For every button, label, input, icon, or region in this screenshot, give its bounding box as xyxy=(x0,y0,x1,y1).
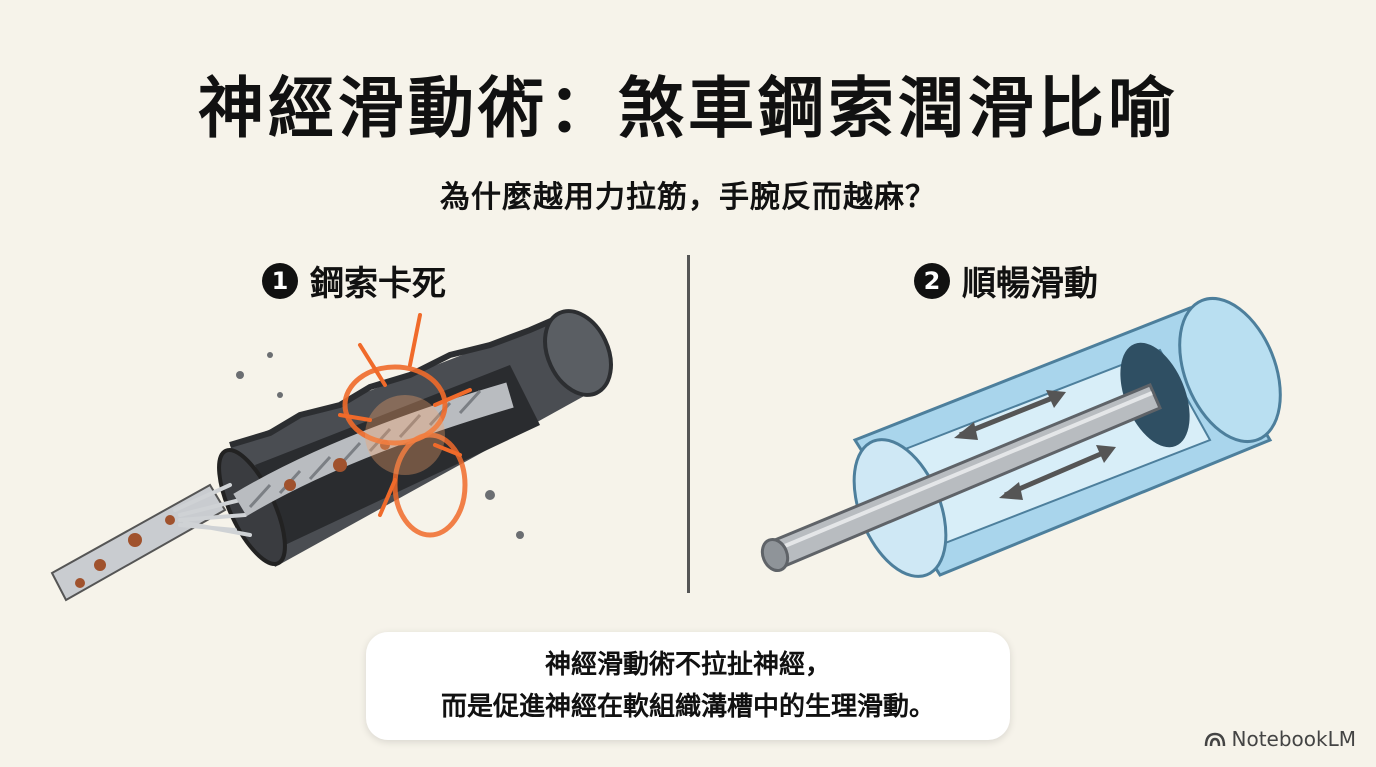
brand-name: NotebookLM xyxy=(1231,727,1357,751)
caption-line-2: 而是促進神經在軟組織溝槽中的生理滑動。 xyxy=(440,692,935,722)
panel-stuck-label: 1 鋼索卡死 xyxy=(262,256,446,305)
number-badge-1: 1 xyxy=(262,262,298,299)
glide-arrows xyxy=(954,390,1116,500)
notebooklm-logo-icon xyxy=(1204,732,1225,747)
panel-smooth-label: 2 順暢滑動 xyxy=(914,256,1098,305)
brand-watermark: NotebookLM xyxy=(1204,727,1357,751)
metal-rod xyxy=(760,383,1162,573)
friction-sparks xyxy=(236,313,524,539)
panel-smooth-text: 順暢滑動 xyxy=(962,264,1098,304)
page-title: 神經滑動術：煞車鋼索潤滑比喻 xyxy=(198,70,1178,147)
rusty-cable xyxy=(50,382,514,602)
number-badge-2: 2 xyxy=(914,262,950,299)
page-subtitle: 為什麼越用力拉筋，手腕反而越麻？ xyxy=(440,180,936,215)
panel-stuck-text: 鋼索卡死 xyxy=(310,264,446,304)
stuck-cable-illustration xyxy=(50,309,613,602)
panel-divider xyxy=(687,255,690,593)
smooth-glide-illustration xyxy=(760,296,1282,578)
caption-box: 神經滑動術不拉扯神經， 而是促進神經在軟組織溝槽中的生理滑動。 xyxy=(366,632,1010,740)
caption-line-1: 神經滑動術不拉扯神經， xyxy=(544,650,831,680)
